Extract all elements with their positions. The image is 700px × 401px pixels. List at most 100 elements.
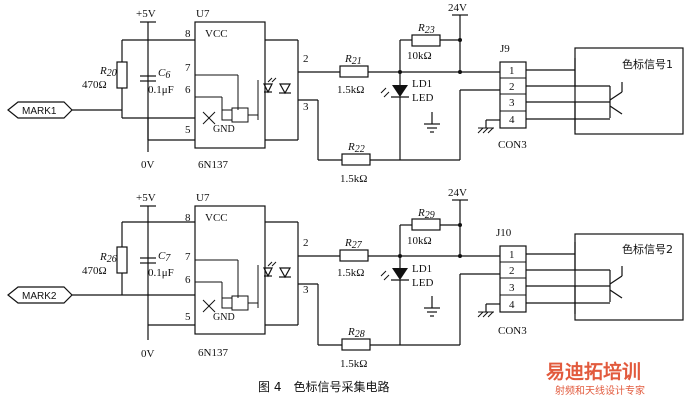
sensor-box-2: 色标信号2 [574,233,684,321]
ic-pin-6: 6 [185,274,191,286]
j10-pin-4: 4 [509,299,515,311]
r22-ref: R22 [347,141,365,155]
j9-pin-2: 2 [509,81,515,93]
opto-pin-3: 3 [303,101,309,113]
watermark-title: 易迪拓培训 [546,360,641,383]
ic-pin-7: 7 [185,251,191,263]
ic-vcc-label: VCC [205,28,228,40]
ic-pin-7: 7 [185,62,191,74]
supply-24v-label: 24V [448,187,467,199]
mark1-label: MARK1 [22,106,57,117]
led-type: LED [412,277,433,289]
vcc-label: +5V [136,8,156,20]
ic-6n137-bottom: U7 VCC 8 7 6 5 6N137 GND [185,192,266,359]
j10-ref: J10 [496,227,512,239]
j10-type: CON3 [498,325,527,337]
r29-value: 10kΩ [407,235,432,247]
led-ld1-top: LD1 LED [380,72,433,160]
r26-ref: R26 [99,251,117,265]
supply-24v-bottom: 24V [398,187,468,258]
r20-value: 470Ω [82,79,107,91]
resistor-r28: R28 1.5kΩ [318,326,460,370]
circuit-mark2: +5V R26 470Ω C7 0.1μF MARK2 0V U7 [7,187,684,370]
figure-caption: 图 4 色标信号采集电路 [258,379,389,394]
ic-pin-6: 6 [185,84,191,96]
resistor-r22: R22 1.5kΩ [318,141,460,185]
ground-0v-label: 0V [141,348,155,360]
watermark-subtitle: 射频和天线设计专家 [555,384,645,397]
resistor-r23: R23 10kΩ [399,22,460,72]
connector-j10: 1 2 3 4 J10 CON3 [477,227,527,337]
j9-pin-4: 4 [509,114,515,126]
r28-ref: R28 [347,326,365,340]
opto-pin-3: 3 [303,284,309,296]
vcc-supply-symbol: +5V [136,8,156,40]
j10-pin-3: 3 [509,282,515,294]
connector-j9: 1 2 3 4 J9 CON3 [477,43,527,151]
ic-pin-5: 5 [185,311,191,323]
led-type: LED [412,92,433,104]
sensor-box-1: 色标信号1 [574,47,684,135]
j9-type: CON3 [498,139,527,151]
led-ld1-bottom: LD1 LED [380,256,433,345]
ic-ref-label: U7 [196,8,210,20]
j9-pin-3: 3 [509,97,515,109]
opto-pin-2: 2 [303,53,309,65]
r23-ref: R23 [417,22,435,36]
r26-value: 470Ω [82,265,107,277]
ic-ref-label: U7 [196,192,210,204]
ground-0v-label: 0V [141,159,155,171]
ic-vcc-label: VCC [205,212,228,224]
ic-pin-8: 8 [185,212,191,224]
mark2-label: MARK2 [22,291,57,302]
ic-6n137-top: U7 VCC 8 7 6 5 6N137 GND [185,8,266,171]
c7-ref: C7 [158,250,171,264]
mark2-input-port: MARK2 [7,286,195,304]
r21-ref: R21 [344,53,362,67]
resistor-r21: R21 1.5kΩ [337,53,500,96]
sensor-1-label: 色标信号1 [622,57,673,71]
r27-value: 1.5kΩ [337,267,364,279]
capacitor-c7: C7 0.1μF [140,250,174,279]
sensor-2-label: 色标信号2 [622,242,673,256]
supply-24v-top: 24V [398,2,468,74]
j10-pin-2: 2 [509,265,515,277]
r22-value: 1.5kΩ [340,173,367,185]
c6-ref: C6 [158,67,170,81]
resistor-r20: R20 470Ω [82,61,128,110]
resistor-r26: R26 470Ω [82,246,128,295]
r29-ref: R29 [417,207,435,221]
j9-ref: J9 [500,43,510,55]
ic-part-label: 6N137 [198,159,228,171]
opto-diode-bottom [263,221,299,326]
j10-pin-1: 1 [509,249,515,261]
ic-gnd-label: GND [213,312,235,323]
r28-value: 1.5kΩ [340,358,367,370]
r23-value: 10kΩ [407,50,432,62]
led-ref: LD1 [412,263,432,275]
opto-pin-2: 2 [303,237,309,249]
vcc-label: +5V [136,192,156,204]
vcc-supply-symbol: +5V [136,192,156,222]
r27-ref: R27 [344,237,363,251]
watermark: 易迪拓培训 射频和天线设计专家 [546,360,645,397]
resistor-r27: R27 1.5kΩ [337,237,500,279]
r20-ref: R20 [99,65,117,79]
c7-value: 0.1μF [148,267,174,279]
supply-24v-label: 24V [448,2,467,14]
ground-symbol-top [424,89,500,160]
r21-value: 1.5kΩ [337,84,364,96]
ic-pin-5: 5 [185,124,191,136]
circuit-mark1: +5V R20 470Ω C6 0.1μF MARK1 [7,2,684,185]
led-ref: LD1 [412,78,432,90]
j9-pin-1: 1 [509,65,515,77]
resistor-r29: R29 10kΩ [399,207,460,256]
ic-pin-8: 8 [185,28,191,40]
mark1-input-port: MARK1 [7,101,195,119]
ic-part-label: 6N137 [198,347,228,359]
ic-gnd-label: GND [213,124,235,135]
ground-symbol-bottom [424,273,500,345]
c6-value: 0.1μF [148,84,174,96]
